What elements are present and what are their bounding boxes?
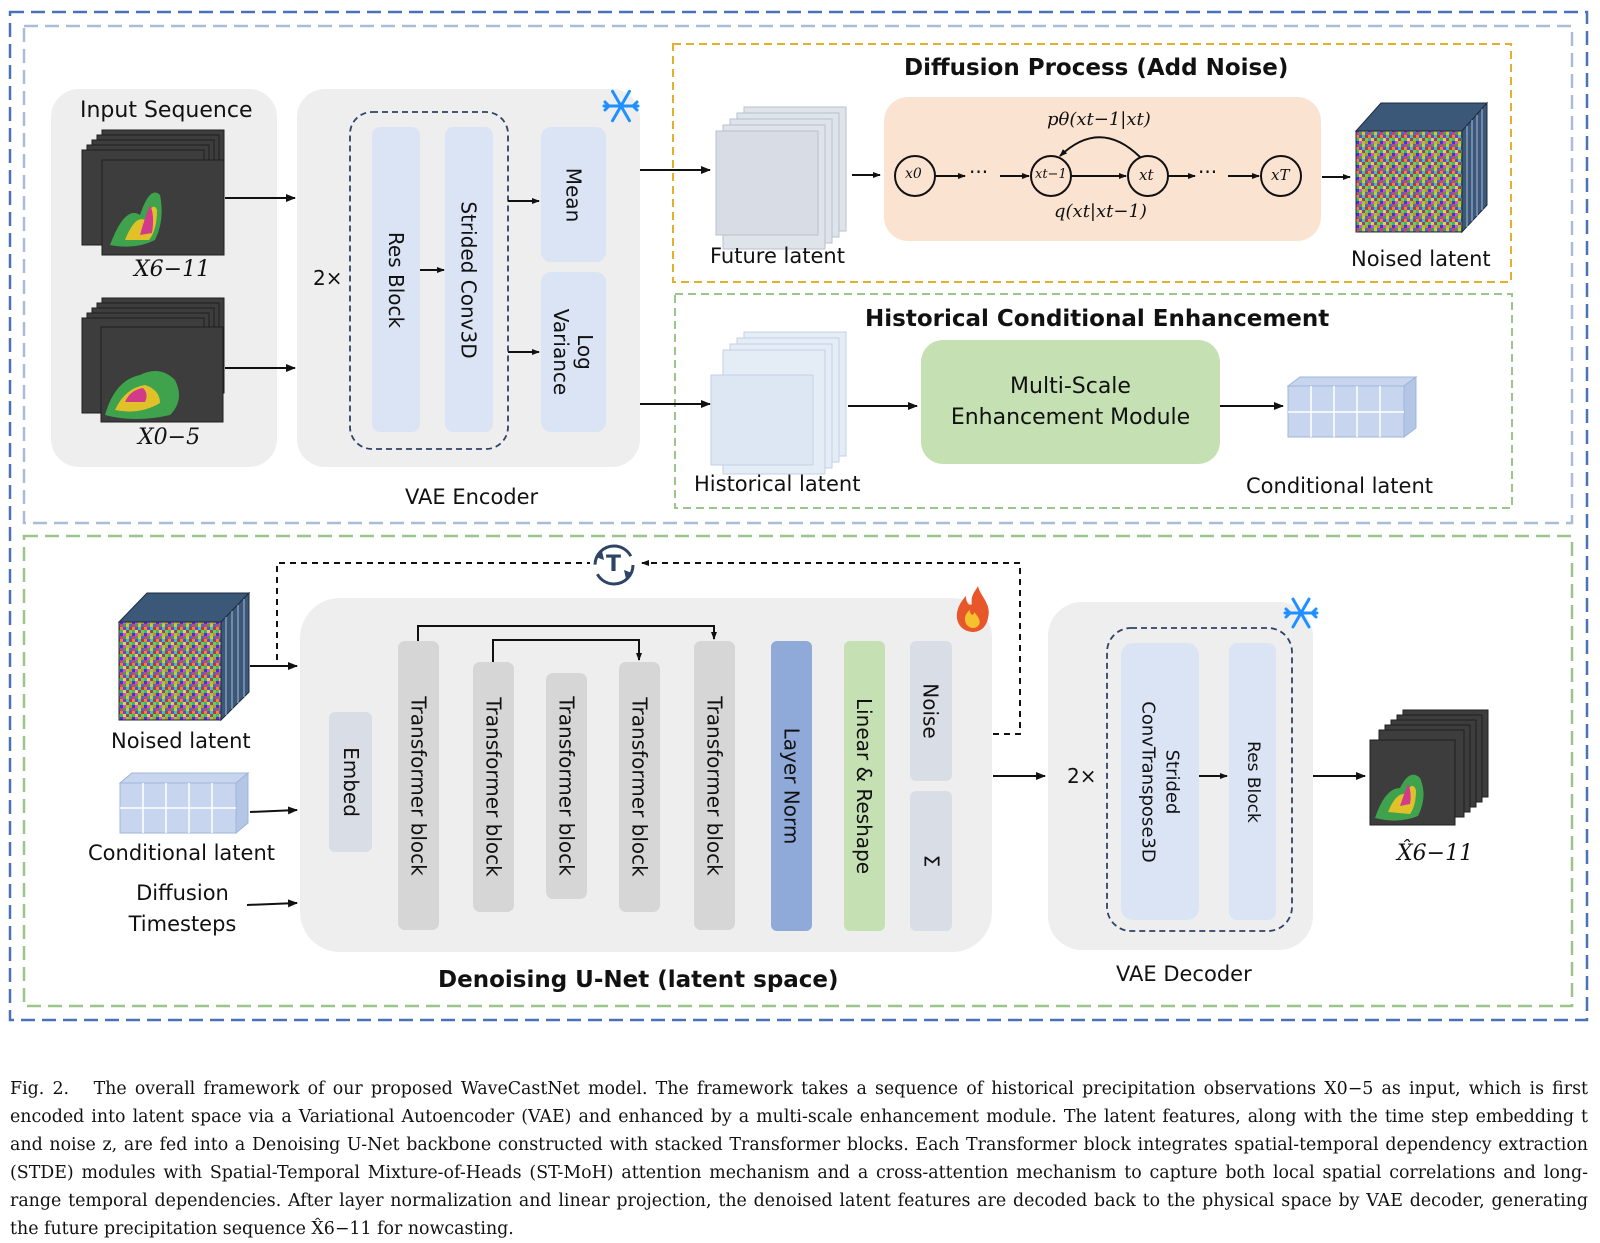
diffusion-panel-frame (672, 43, 1512, 283)
log-variance-block (541, 272, 606, 432)
future-input-stack (81, 129, 225, 256)
framework-diagram (8, 10, 1589, 1022)
layer-norm-label: Layer Norm (779, 727, 804, 845)
forward-process-label: q(xt|xt−1) (1054, 201, 1147, 222)
transformer-block-1 (398, 641, 439, 930)
noised-latent-label-bottom: Noised latent (111, 729, 251, 753)
node-x0: x0 (905, 166, 922, 182)
mean-block (541, 127, 606, 262)
output-prediction-stack (1369, 709, 1489, 826)
decoder-res-block (1229, 643, 1276, 920)
decoder-strided-block (1121, 643, 1199, 920)
conditional-latent-label-top: Conditional latent (1246, 474, 1433, 498)
conditional-latent-label-bottom: Conditional latent (88, 841, 275, 865)
encoder-res-block-label: Res Block (384, 231, 409, 328)
decoder-res-block-label: Res Block (1242, 740, 1263, 823)
transformer-block-label-5: Transformer block (702, 695, 727, 876)
historical-latent-stack (710, 331, 847, 475)
vae-decoder-title: VAE Decoder (1116, 962, 1252, 986)
noised-latent-cube-bottom (117, 591, 251, 722)
transformer-block-label-1: Transformer block (406, 695, 431, 876)
node-xt-minus-1: xt−1 (1035, 167, 1067, 182)
module-label-line1: Multi-Scale (1010, 374, 1131, 399)
transformer-block-3 (546, 673, 587, 899)
conditional-latent-grid-top (1286, 376, 1418, 438)
encoder-res-block (372, 127, 420, 432)
transformer-block-label-4: Transformer block (627, 697, 652, 877)
noise-label: Noise (919, 683, 944, 739)
history-input-label: X0−5 (138, 425, 201, 450)
timestep-loop-icon (593, 544, 635, 586)
noise-block (910, 641, 952, 781)
history-panel-frame (674, 293, 1513, 509)
figure-caption-text: The overall framework of our proposed Wa… (10, 1079, 1588, 1239)
layer-norm-block (771, 641, 812, 931)
snowflake-icon (602, 89, 640, 123)
future-latent-label: Future latent (710, 244, 845, 268)
transformer-block-2 (473, 662, 514, 912)
embed-block (329, 712, 372, 852)
transformer-block-4 (619, 662, 660, 912)
linear-reshape-block (844, 641, 885, 931)
snowflake-icon (1283, 597, 1319, 629)
outer-frame (8, 10, 1589, 1022)
diffusion-chain-box (884, 97, 1321, 241)
figure-caption: Fig. 2. The overall framework of our pro… (10, 1075, 1588, 1243)
input-sequence-title: Input Sequence (80, 98, 253, 123)
transformer-block-label-2: Transformer block (481, 697, 506, 877)
multi-scale-module (921, 340, 1220, 464)
noised-latent-label-top: Noised latent (1351, 247, 1491, 271)
encoder-strided-conv-block (445, 127, 493, 432)
figure-label: Fig. 2. (10, 1079, 70, 1099)
encoder-repeat-group (349, 111, 509, 450)
node-xt: xt (1139, 166, 1154, 184)
diffusion-title: Diffusion Process (Add Noise) (904, 55, 1289, 81)
unet-title: Denoising U-Net (latent space) (438, 967, 839, 993)
history-title: Historical Conditional Enhancement (865, 306, 1330, 332)
future-input-label: X6−11 (134, 257, 211, 282)
historical-latent-label: Historical latent (694, 472, 861, 496)
loop-icon-letter: T (606, 552, 622, 577)
timesteps-label-line2: Timesteps (128, 912, 237, 936)
transformer-block-5 (694, 641, 735, 930)
transformer-block-label-3: Transformer block (554, 696, 579, 876)
unet-panel-frame (22, 534, 1574, 1008)
encoder-repeat-label: 2× (313, 266, 343, 290)
module-label-line2: Enhancement Module (950, 405, 1191, 430)
chain-dots-1: ··· (969, 160, 989, 184)
timesteps-label-line1: Diffusion (136, 881, 229, 905)
conditional-latent-grid-bottom (118, 771, 250, 835)
reverse-process-label: pθ(xt−1|xt) (1047, 109, 1151, 130)
noised-latent-cube-top (1354, 101, 1489, 234)
history-input-stack (81, 297, 225, 423)
decoder-repeat-label: 2× (1067, 764, 1097, 788)
node-xT: xT (1271, 166, 1290, 184)
encoder-strided-conv-label: Strided Conv3D (457, 200, 481, 359)
embed-label: Embed (338, 747, 363, 817)
sigma-label: Σ (918, 854, 943, 868)
decoder-repeat-group (1106, 627, 1293, 932)
chain-dots-2: ··· (1198, 160, 1218, 184)
mean-label: Mean (561, 167, 586, 222)
linear-reshape-label: Linear & Reshape (852, 697, 877, 875)
vae-encoder-title: VAE Encoder (405, 485, 539, 509)
output-label: X̂6−11 (1397, 841, 1474, 866)
top-panel-frame (22, 24, 1574, 525)
future-latent-stack (715, 106, 847, 250)
fire-icon (956, 586, 989, 632)
sigma-block (910, 791, 952, 931)
